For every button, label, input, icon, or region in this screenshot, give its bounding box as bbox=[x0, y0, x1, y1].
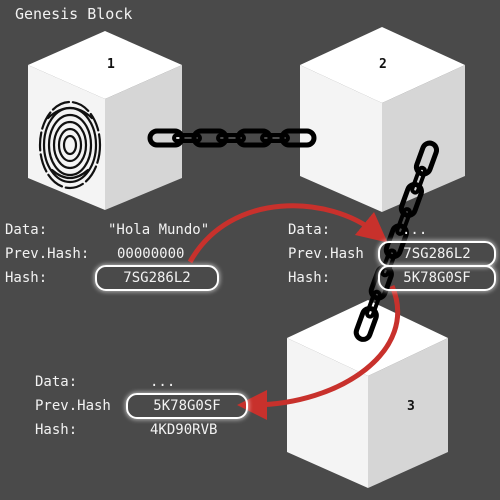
block-1-hash-label: Hash: bbox=[5, 270, 48, 286]
chain-icon bbox=[147, 128, 317, 148]
block-3-prev-label: Prev.Hash bbox=[35, 398, 111, 414]
arrow-icon bbox=[237, 285, 401, 420]
page-title: Genesis Block bbox=[15, 5, 133, 23]
block-3-data-label: Data: bbox=[35, 374, 78, 390]
block-2-cube-top bbox=[300, 27, 465, 103]
block-2-prev-label: Prev.Hash bbox=[288, 246, 364, 262]
block-1-data-label: Data: bbox=[5, 222, 48, 238]
block-1-prev-value: 00000000 bbox=[117, 246, 185, 262]
block-3-data-value: ... bbox=[150, 374, 176, 390]
block-3-hash-value: 4KD90RVB bbox=[150, 422, 218, 438]
block-1-hash-value: 7SG286L2 bbox=[95, 265, 219, 291]
block-2-hash-label: Hash: bbox=[288, 270, 331, 286]
block-2-number: 2 bbox=[379, 57, 387, 72]
arrow-icon bbox=[187, 203, 388, 264]
block-1-prev-label: Prev.Hash: bbox=[5, 246, 90, 262]
block-2-data-label: Data: bbox=[288, 222, 331, 238]
block-2-cube-side bbox=[382, 65, 465, 212]
block-2-cube-front bbox=[300, 65, 382, 212]
block-2-data-value: ... bbox=[402, 222, 428, 238]
block-1-number: 1 bbox=[107, 57, 115, 72]
block-2-cube bbox=[300, 27, 465, 212]
block-3-hash-label: Hash: bbox=[35, 422, 78, 438]
block-2-prev-value: 7SG286L2 bbox=[378, 241, 496, 267]
block-3-cube-front bbox=[287, 338, 368, 488]
block-3-prev-value: 5K78G0SF bbox=[126, 393, 248, 419]
block-3-number: 3 bbox=[407, 399, 415, 414]
fingerprint-icon bbox=[38, 100, 102, 190]
block-3-cube-side bbox=[368, 338, 448, 488]
block-1-data-value: "Hola Mundo" bbox=[108, 222, 210, 238]
block-2-hash-value: 5K78G0SF bbox=[378, 265, 496, 291]
block-1-cube-side bbox=[105, 65, 182, 210]
